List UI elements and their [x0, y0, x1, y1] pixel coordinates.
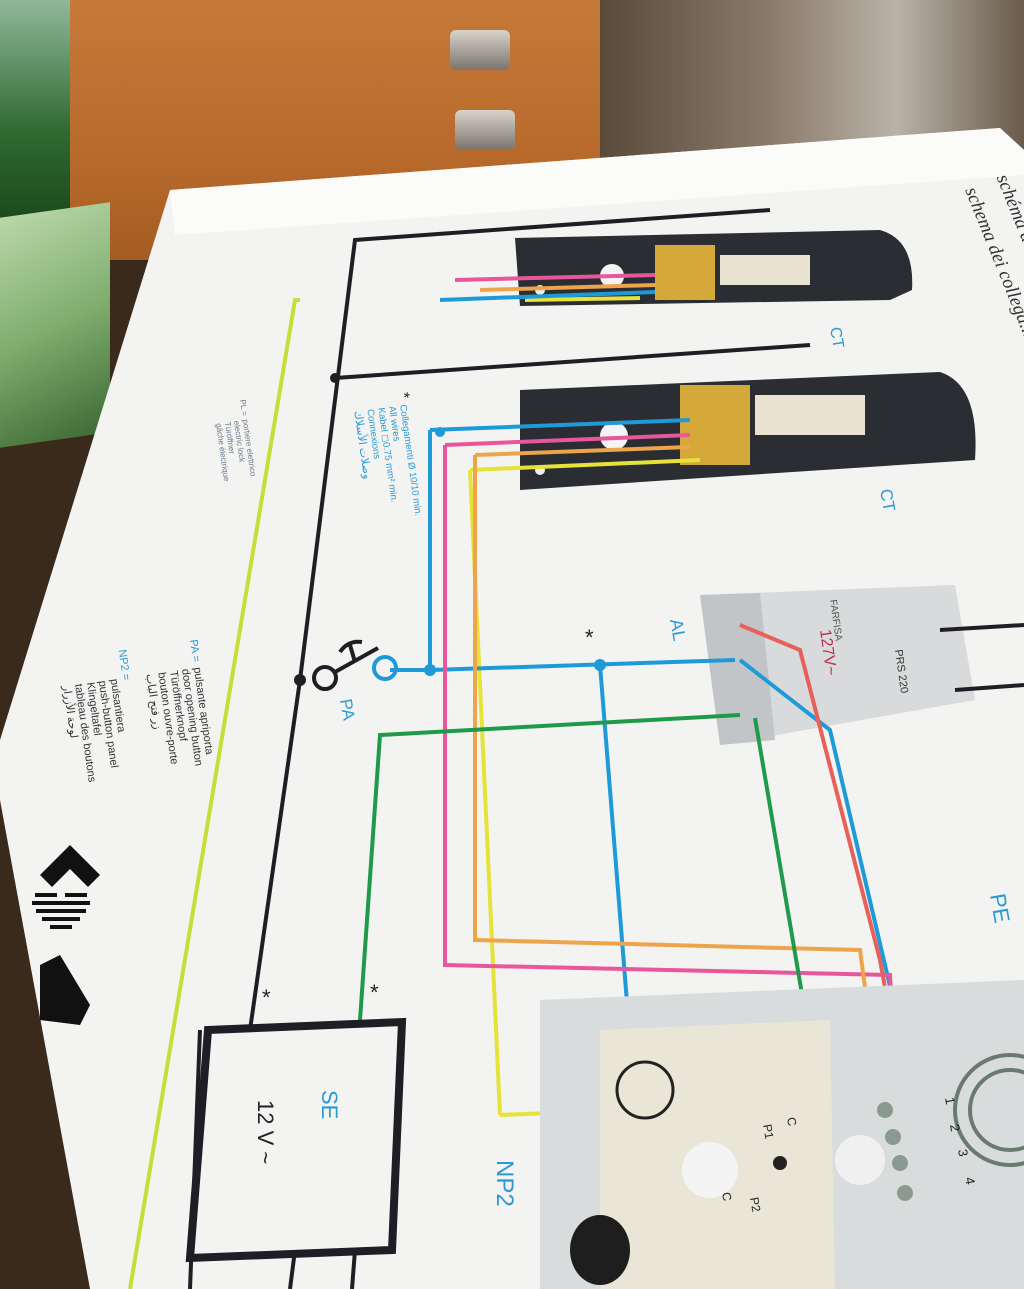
pa-switch: [312, 639, 398, 691]
junction-dot: [435, 427, 445, 437]
wire-lime: [128, 298, 300, 1289]
label-ct-top: CT: [826, 326, 846, 350]
label-ct-bottom: CT: [876, 487, 899, 513]
junction-dot: [594, 659, 606, 671]
legend-np2-key: NP2 =: [116, 649, 132, 681]
label-se-voltage: 12 V ~: [253, 1100, 278, 1164]
asterisk-al: *: [585, 625, 594, 650]
terminal-number: 3: [955, 1148, 971, 1158]
terminal-number: 2: [947, 1123, 963, 1133]
logo-chevron: [40, 845, 100, 887]
np2-terminal-label: C: [784, 1116, 799, 1127]
asterisk-se-right: *: [370, 980, 379, 1005]
junction-dot: [330, 373, 340, 383]
transformer-voltage: 127V~: [816, 628, 839, 677]
ct-top-handset: CT: [515, 230, 913, 350]
junction-dot: [424, 664, 436, 676]
np2-terminal-label: C: [719, 1191, 734, 1202]
label-al: AL: [666, 617, 690, 642]
np2-terminal-label: P1: [760, 1123, 776, 1140]
label-pe: PE: [985, 892, 1015, 925]
np2-terminal-label: P2: [747, 1196, 763, 1213]
wire-black-ct2: [334, 343, 811, 380]
junction-dot: [294, 674, 306, 686]
cabinet-hinge: [450, 30, 510, 70]
asterisk-se-left: *: [262, 985, 271, 1010]
legend-pl-line: Türöffner: [223, 421, 236, 455]
wiring-note-line: All wires: [386, 405, 402, 442]
logo-wordmark-fragment: [40, 955, 90, 1025]
junction-dots-blue: [424, 427, 606, 676]
ct-bottom-handset: CT: [520, 372, 976, 513]
label-pa: PA: [336, 697, 359, 722]
green-bottle: [0, 0, 70, 220]
junction-dots: [294, 373, 340, 686]
paper-edge: [170, 128, 1024, 235]
legend-pa-key: PA =: [187, 639, 202, 663]
ct-bottom-terminal-board: [680, 385, 750, 465]
wire-black-main: [248, 208, 771, 1031]
np2-panel: NP2 PE 1 2 3 4 C P1 C P2: [491, 892, 1024, 1289]
brand-logo: [32, 845, 100, 1025]
label-se: SE: [317, 1090, 342, 1119]
se-power-supply: SE 12 V ~: [185, 1017, 407, 1263]
terminal-number: 1: [942, 1096, 958, 1106]
wire-black-mains: [939, 623, 1024, 692]
terminal-number: 4: [962, 1176, 978, 1186]
legend-pl-key: PL =: [238, 399, 249, 417]
label-np2: NP2: [491, 1160, 518, 1207]
logo-striped-heart: [32, 893, 90, 929]
cabinet-hinge: [455, 110, 515, 150]
ct-top-terminal-board: [655, 245, 715, 300]
wiring-note-marker: *: [394, 391, 412, 400]
